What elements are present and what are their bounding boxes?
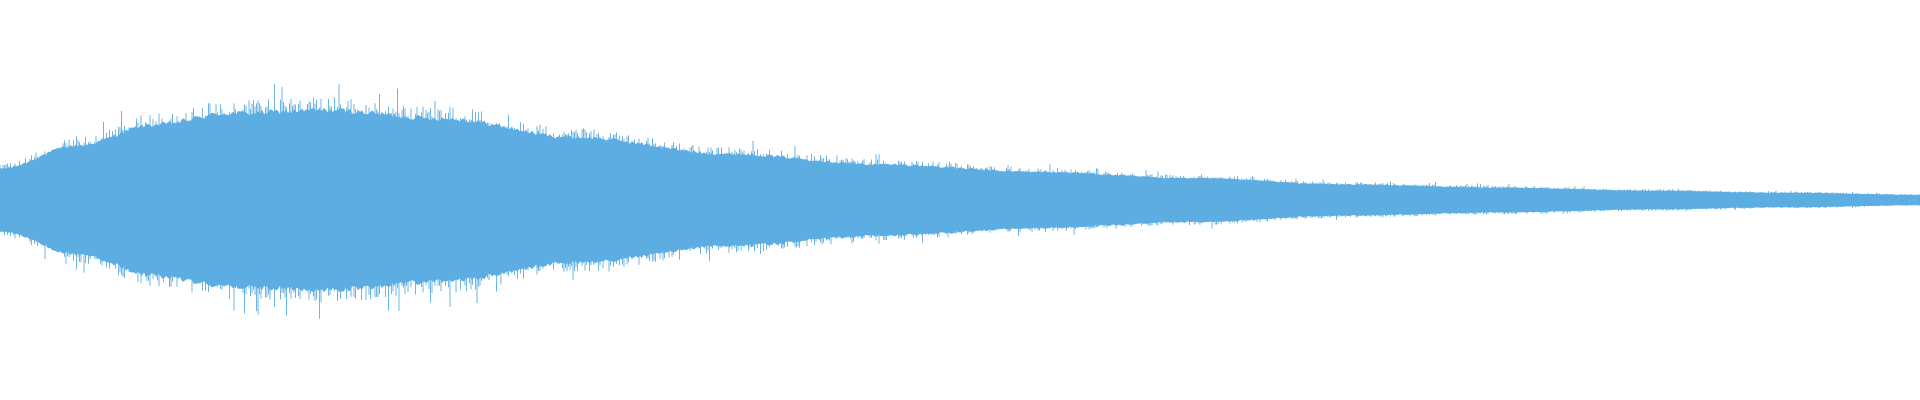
waveform-spikes (0, 83, 1919, 319)
